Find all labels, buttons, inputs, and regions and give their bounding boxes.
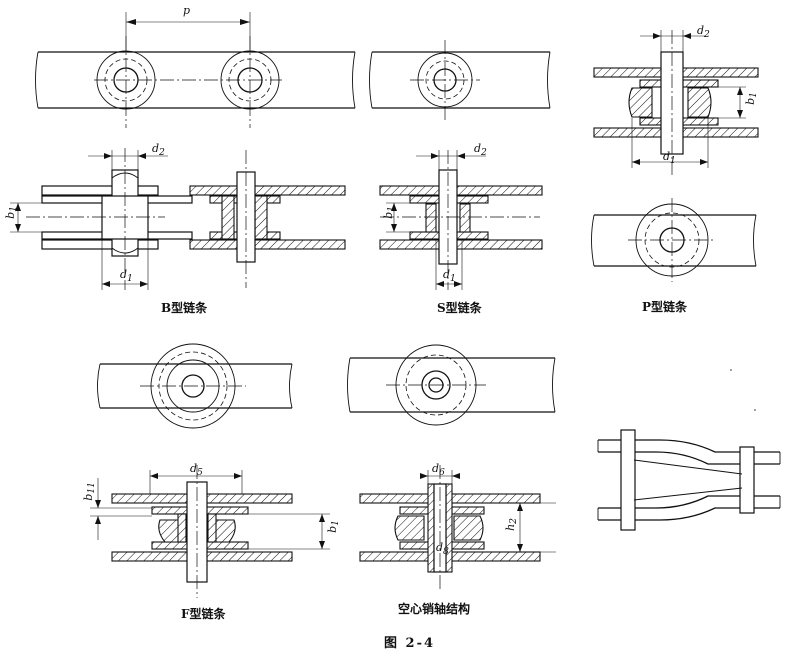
b-pin-diameter-label: d2 — [152, 142, 165, 159]
f-flange-diameter-label: d5 — [190, 462, 203, 479]
b-inner-width-label: b1 — [4, 206, 20, 219]
s-chain-plan-view — [369, 40, 551, 122]
f-chain-plan-view — [97, 343, 293, 429]
p-chain-plan-view — [591, 198, 757, 282]
hollow-pin-title: 空心销轴结构 — [398, 602, 471, 616]
hollow-outer-diameter-label: d6 — [432, 462, 445, 479]
b-chain-section-view — [10, 148, 346, 290]
hollow-plate-height-label: h2 — [504, 518, 520, 531]
b-chain-title: B型链条 — [161, 301, 208, 315]
bent-link-view — [597, 429, 781, 531]
f-flange-thickness-label: b11 — [82, 482, 98, 501]
figure-caption: 图 2-4 — [384, 636, 436, 651]
p-pin-diameter-label: d2 — [697, 24, 710, 41]
p-inner-width-label: b1 — [744, 92, 760, 105]
p-chain-section-view — [593, 30, 759, 175]
f-chain-section-view — [90, 465, 330, 598]
p-roller-diameter-label: d1 — [663, 150, 676, 167]
s-chain-section-view — [379, 150, 543, 290]
pitch-label: p — [183, 4, 191, 17]
s-pin-diameter-label: d2 — [474, 142, 487, 159]
b-chain-plan-view — [35, 12, 356, 128]
b-roller-diameter-label: d1 — [120, 268, 133, 285]
hollow-inner-diameter-label: d8 — [436, 541, 449, 558]
f-chain-title: F型链条 — [181, 607, 226, 621]
hollow-pin-plan-view — [347, 344, 556, 426]
s-chain-title: S型链条 — [437, 301, 482, 315]
s-inner-width-label: b1 — [382, 206, 398, 219]
s-roller-diameter-label: d1 — [443, 268, 456, 285]
hollow-pin-section-view — [359, 465, 556, 590]
p-chain-title: P型链条 — [642, 300, 688, 314]
f-inner-width-label: b1 — [326, 520, 342, 533]
